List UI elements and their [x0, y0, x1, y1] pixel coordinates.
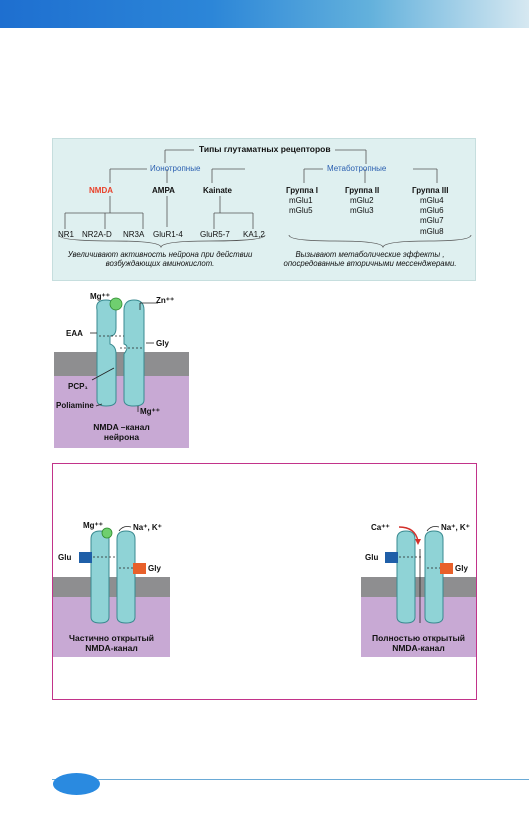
channel-states-frame	[52, 463, 477, 700]
caption-line: NMDA-канал	[392, 642, 445, 653]
nmda-channel-panel: Mg⁺⁺ Zn⁺⁺ EAA Gly PCP₁ Poliamine Mg⁺⁺ NM…	[54, 288, 189, 448]
caption-line: Частично открытый	[69, 633, 154, 643]
nr1-label: NR1	[58, 230, 75, 239]
pcp-label: PCP₁	[68, 382, 88, 391]
group-2-member: mGlu3	[350, 206, 374, 215]
fully-open-channel-illustration	[385, 526, 453, 624]
caption-line: Полностью открытый	[372, 633, 465, 643]
ca-label: Ca⁺⁺	[371, 523, 390, 532]
mg-label: Mg⁺⁺	[83, 521, 103, 530]
nmda-channel-illustration	[90, 297, 158, 412]
extracellular-space	[54, 288, 189, 352]
caption-line: нейрона	[103, 431, 140, 442]
diagram-tree-lines	[58, 149, 472, 249]
na-k-label: Na⁺, K⁺	[133, 523, 162, 532]
ionotropic-label: Ионотропные	[150, 164, 201, 173]
partially-open-channel-illustration	[79, 526, 146, 624]
group-3-member: mGlu4	[420, 196, 444, 205]
fully-open-channel-panel: Ca⁺⁺ Na⁺, K⁺ Glu Gly Полностью открытый …	[361, 519, 476, 657]
ionotropic-effect-text: Увеличивают активность нейрона при дейст…	[67, 250, 253, 269]
metabotropic-label: Метаботропные	[327, 164, 387, 173]
kainate-label: Kainate	[203, 186, 232, 195]
cytoplasm-layer	[53, 597, 170, 657]
group-1-member: mGlu1	[289, 196, 313, 205]
mg-top-label: Mg⁺⁺	[90, 292, 110, 301]
membrane-layer	[361, 577, 476, 597]
partially-open-caption: Частично открытый NMDA-канал	[53, 633, 170, 654]
extracellular-space	[361, 519, 476, 577]
page-number-oval	[53, 773, 100, 795]
cytoplasm-layer	[54, 376, 189, 448]
group-2-member: mGlu2	[350, 196, 374, 205]
caption-line: NMDA –канал	[93, 422, 150, 432]
na-k-label: Na⁺, K⁺	[441, 523, 470, 532]
glutamate-receptor-types-diagram: Типы глутаматных рецепторов Ионотропные …	[52, 138, 476, 281]
extracellular-space	[53, 519, 170, 577]
glu-label: Glu	[365, 553, 379, 562]
group-3-member: mGlu7	[420, 216, 444, 225]
nr2-label: NR2A-D	[82, 230, 112, 239]
membrane-layer	[53, 577, 170, 597]
gly-label: Gly	[455, 564, 468, 573]
eaa-label: EAA	[66, 329, 83, 338]
poliamine-label: Poliamine	[56, 401, 94, 410]
metabotropic-effect-text: Вызывают метаболические эффекты , опосре…	[283, 250, 457, 269]
group-3-label: Группа III	[412, 186, 449, 195]
group-2-label: Группа II	[345, 186, 380, 195]
nmda-label: NMDA	[89, 186, 113, 195]
fully-open-caption: Полностью открытый NMDA-канал	[361, 633, 476, 654]
group-3-member: mGlu8	[420, 227, 444, 236]
nr3a-label: NR3A	[123, 230, 145, 239]
header-banner	[0, 0, 529, 28]
membrane-layer	[54, 352, 189, 376]
diagram-title: Типы глутаматных рецепторов	[199, 144, 331, 154]
glur1-4-label: GluR1-4	[153, 230, 183, 239]
glur5-7-label: GluR5-7	[200, 230, 230, 239]
caption-line: NMDA-канал	[85, 642, 138, 653]
gly-label: Gly	[156, 339, 169, 348]
group-1-member: mGlu5	[289, 206, 313, 215]
group-3-member: mGlu6	[420, 206, 444, 215]
zn-label: Zn⁺⁺	[156, 296, 175, 305]
group-1-label: Группа I	[286, 186, 319, 195]
partially-open-channel-panel: Mg⁺⁺ Na⁺, K⁺ Glu Gly Частично открытый N…	[53, 519, 170, 657]
gly-label: Gly	[148, 564, 161, 573]
ka1-2-label: KA1,2	[243, 230, 265, 239]
nmda-channel-caption: NMDA –канал нейрона	[54, 422, 189, 443]
cytoplasm-layer	[361, 597, 476, 657]
glu-label: Glu	[58, 553, 72, 562]
footer-divider	[52, 779, 529, 780]
ampa-label: AMPA	[152, 186, 175, 195]
mg-bottom-label: Mg⁺⁺	[140, 407, 160, 416]
